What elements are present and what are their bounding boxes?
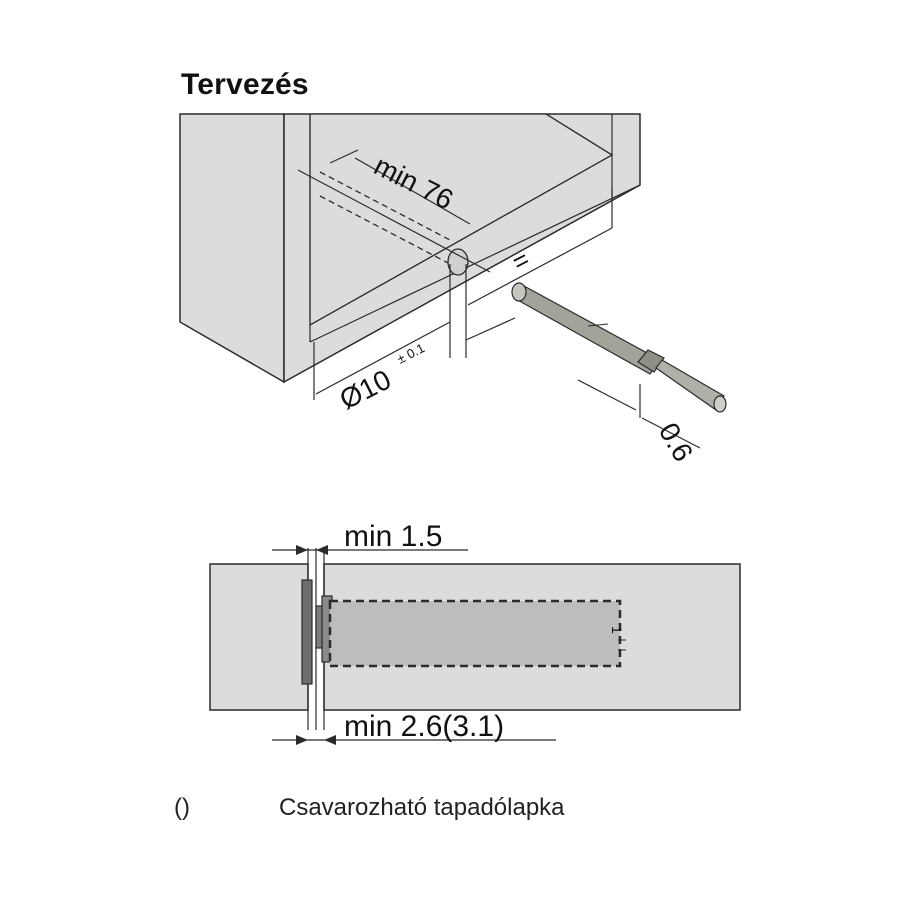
bore-dashed-top — [319, 171, 451, 241]
legend-text: Csavarozható tapadólapka — [279, 794, 565, 821]
cabinet-side-panel — [179, 113, 285, 384]
dim-label-1: 1 — [609, 626, 625, 634]
door-panel — [209, 563, 309, 711]
section-view: 1 min 1.5 min 2.6(3.1) — [209, 520, 741, 745]
damper-body — [513, 285, 661, 375]
cabinet-bottom-edge — [309, 154, 613, 326]
page-title: Tervezés — [181, 68, 309, 101]
dim-line-0-6-b — [641, 417, 701, 449]
cabinet-inner-edge — [545, 113, 613, 156]
dim-line-diameter-right — [465, 317, 516, 341]
dim-label-tolerance: ± 0.1 — [395, 340, 427, 366]
adhesive-plate — [301, 579, 313, 685]
dim-label-min1-5: min 1.5 — [344, 520, 442, 553]
damper-detail — [587, 323, 609, 327]
damper-pin-tip — [713, 395, 727, 413]
dim-line-diameter — [315, 321, 451, 395]
damper-end-cap — [511, 282, 527, 302]
arrow-min2-6-left — [296, 735, 308, 745]
dim-line-equal — [467, 227, 613, 306]
damper-pin — [655, 359, 725, 411]
center-line — [297, 169, 491, 273]
dim-label-0-6: 0.6 — [653, 418, 699, 467]
legend-symbol: () — [174, 794, 190, 821]
bore-dashed-bottom — [319, 195, 451, 265]
arrow-min1-5-left — [296, 545, 308, 555]
arrow-min2-6-right — [324, 735, 336, 745]
dim-line-min76 — [354, 157, 471, 225]
cabinet-illustration: min 76 = Ø10 ± 0.1 — [179, 113, 641, 416]
arrow-min1-5-right — [316, 545, 328, 555]
dim-label-min2-6: min 2.6(3.1) — [344, 710, 504, 743]
dim-tick-min76 — [329, 149, 359, 164]
bore-hole — [447, 248, 469, 276]
dim-label-diameter: Ø10 — [335, 364, 396, 416]
bore-section — [328, 599, 622, 668]
damper-illustration — [511, 282, 727, 413]
dim-line-0-6 — [577, 379, 637, 411]
dim-label-equal: = — [507, 244, 534, 278]
